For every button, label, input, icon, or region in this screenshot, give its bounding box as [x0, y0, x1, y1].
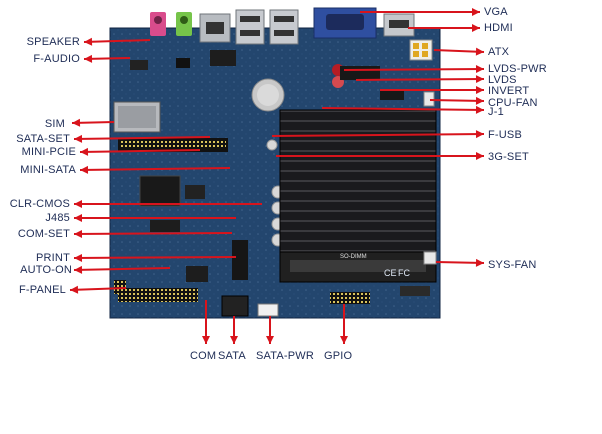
arrow-gpio-head: [340, 336, 348, 344]
arrow-mini-sata: [79, 167, 231, 171]
label-sata-set: SATA-SET: [16, 133, 70, 145]
arrow-invert-head: [476, 86, 484, 94]
arrow-mini-sata-head: [80, 165, 89, 174]
arrow-vga-head: [472, 8, 480, 16]
arrow-cpu-fan: [429, 99, 485, 102]
arrow-atx-head: [475, 47, 484, 56]
arrow-j-1-head: [475, 105, 484, 114]
arrow-sata-pwr-head: [266, 336, 274, 344]
com-header: [118, 288, 198, 302]
arrow-speaker-head: [84, 37, 93, 46]
arrow-3g-set-head: [476, 152, 484, 160]
arrow-hdmi-head: [472, 24, 480, 32]
arrow-print: [73, 256, 237, 259]
label-sata-pwr: SATA-PWR: [256, 350, 315, 362]
cpu-heatsink: [279, 109, 437, 257]
label-clr-cmos: CLR-CMOS: [9, 198, 70, 210]
label-atx: ATX: [488, 46, 510, 58]
label-sata: SATA: [218, 350, 246, 362]
ce-logo-text: CE: [384, 268, 397, 278]
arrow-f-panel-head: [70, 285, 79, 294]
sata-pwr-connector: [257, 303, 279, 317]
arrow-sys-fan-head: [475, 258, 484, 267]
arrow-sata-set: [73, 136, 211, 140]
arrow-sata-set-head: [74, 134, 83, 143]
f-panel-header: [114, 280, 126, 294]
arrow-com-head: [202, 336, 210, 344]
chipset: [139, 175, 181, 207]
label-hdmi: HDMI: [484, 22, 513, 34]
label-speaker: SPEAKER: [26, 36, 80, 48]
arrow-atx: [433, 49, 485, 53]
label-f-panel: F-PANEL: [18, 284, 66, 296]
label-f-audio: F-AUDIO: [33, 53, 80, 65]
label-sim: SIM: [44, 118, 65, 130]
arrow-auto-on-head: [74, 265, 83, 274]
arrow-j485-head: [74, 214, 82, 222]
usb-port-1: [235, 9, 265, 45]
arrow-clr-cmos-head: [74, 200, 82, 208]
arrow-cpu-fan-head: [475, 96, 484, 105]
arrow-com-set: [73, 232, 233, 235]
arrow-j-1: [321, 107, 485, 111]
label-cpu-fan: CPU-FAN: [488, 97, 538, 109]
label-vga: VGA: [484, 6, 508, 18]
arrow-speaker: [83, 39, 151, 43]
label-mini-sata: MINI-SATA: [20, 164, 76, 176]
arrow-f-usb: [271, 133, 485, 137]
arrow-auto-on: [73, 267, 171, 271]
label-com: COM: [190, 350, 217, 362]
fc-logo-text: FC: [398, 268, 410, 278]
arrow-f-usb-head: [475, 130, 484, 139]
label-j-1: J-1: [488, 106, 504, 118]
arrow-lvds-pwr-head: [475, 65, 484, 74]
usb-port-2: [269, 9, 299, 45]
arrow-com-set-head: [74, 229, 83, 238]
label-auto-on: AUTO-ON: [20, 264, 72, 276]
label-print: PRINT: [36, 252, 70, 264]
label-gpio: GPIO: [324, 350, 353, 362]
arrow-sys-fan: [435, 261, 485, 264]
arrow-print-head: [74, 253, 83, 262]
sodimm-text: SO-DIMM: [340, 254, 367, 260]
arrow-lvds-pwr: [343, 68, 485, 71]
label-j485: J485: [45, 212, 70, 224]
arrow-sim-head: [72, 118, 81, 127]
label-com-set: COM-SET: [17, 228, 70, 240]
label-sys-fan: SYS-FAN: [488, 259, 537, 271]
arrow-lvds: [355, 78, 485, 81]
label-lvds: LVDS: [488, 74, 517, 86]
label-3g-set: 3G-SET: [488, 151, 529, 163]
gpio-header: [330, 292, 370, 304]
arrow-mini-pcie: [79, 149, 201, 153]
label-lvds-pwr: LVDS-PWR: [488, 63, 547, 75]
arrow-sata-head: [230, 336, 238, 344]
arrow-f-audio-head: [84, 54, 93, 63]
arrow-lvds-head: [475, 75, 484, 84]
arrow-f-panel: [69, 287, 127, 291]
arrow-mini-pcie-head: [80, 147, 89, 156]
sata-connector: [221, 295, 249, 317]
label-mini-pcie: MINI-PCIE: [21, 146, 76, 158]
label-invert: INVERT: [488, 85, 530, 97]
label-f-usb: F-USB: [488, 129, 522, 141]
